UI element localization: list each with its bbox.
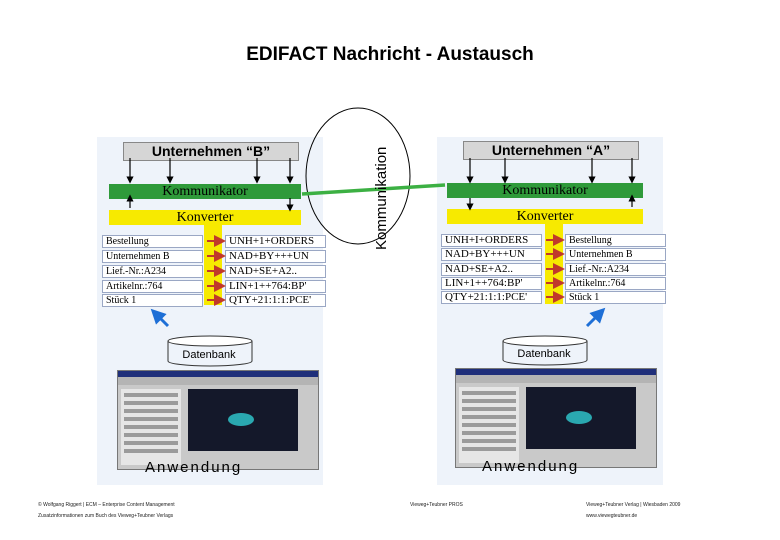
field-b-1: Bestellung (102, 235, 203, 248)
blue-arrow-a (585, 307, 606, 328)
kommunikation-circle (305, 107, 411, 245)
application-b-screenshot (117, 370, 319, 470)
field-b-5: Stück 1 (102, 294, 203, 307)
datenbank-b-cylinder (167, 335, 253, 367)
edifact-code-b-2: NAD+BY+++UN (225, 250, 326, 263)
blue-arrow-b (150, 308, 170, 328)
kommunikation-label: Kommunikation (373, 147, 390, 250)
page-title: EDIFACT Nachricht - Austausch (246, 44, 534, 65)
field-b-2: Unternehmen B (102, 250, 203, 263)
footer-book-info: Zusatzinformationen zum Buch des Vieweg+… (38, 513, 174, 519)
right-flow-arrows (466, 158, 636, 211)
datenbank-a-label: Datenbank (517, 348, 571, 360)
anwendung-b-label: Anwendung (145, 459, 243, 476)
kommunikation-link (301, 183, 446, 196)
field-a-1: Bestellung (565, 234, 666, 247)
edifact-code-b-4: LIN+1++764:BP' (225, 280, 326, 293)
right-red-arrows (546, 234, 565, 303)
edifact-code-a-5: QTY+21:1:1:PCE' (441, 291, 542, 304)
left-red-arrows (207, 235, 226, 306)
application-a-screenshot (455, 368, 657, 468)
edifact-code-a-3: NAD+SE+A2.. (441, 263, 542, 276)
edifact-code-a-2: NAD+BY+++UN (441, 248, 542, 261)
konverter-b: Konverter (109, 210, 301, 225)
edifact-code-b-1: UNH+1+ORDERS (225, 235, 326, 248)
left-flow-arrows (126, 158, 294, 212)
datenbank-a-cylinder (502, 335, 588, 366)
field-b-3: Lief.-Nr.:A234 (102, 265, 203, 278)
field-a-2: Unternehmen B (565, 248, 666, 261)
footer-website[interactable]: www.viewegteubner.de (586, 513, 638, 519)
footer-publisher: Vieweg+Teubner Verlag | Wiesbaden 2009 (586, 502, 681, 508)
footer-copyright: © Wolfgang Riggert | ECM – Enterprise Co… (38, 502, 175, 508)
field-b-4: Artikelnr.:764 (102, 280, 203, 293)
field-a-3: Lief.-Nr.:A234 (565, 263, 666, 276)
datenbank-b-label: Datenbank (182, 349, 236, 361)
kommunikator-b: Kommunikator (109, 184, 301, 199)
edifact-code-b-3: NAD+SE+A2.. (225, 265, 326, 278)
company-b-header: Unternehmen “B” (123, 142, 299, 161)
field-a-5: Stück 1 (565, 291, 666, 304)
company-b-panel: Unternehmen “B” Kommunikator Konverter B… (97, 137, 326, 485)
field-a-4: Artikelnr.:764 (565, 277, 666, 290)
footer-center: Vieweg+Teubner PROS (410, 502, 463, 508)
company-a-panel: Unternehmen “A” Kommunikator Konverter U… (437, 137, 666, 485)
konverter-a: Konverter (447, 209, 643, 224)
company-a-header: Unternehmen “A” (463, 141, 639, 160)
edifact-code-a-1: UNH+I+ORDERS (441, 234, 542, 247)
kommunikator-a: Kommunikator (447, 183, 643, 198)
anwendung-a-label: Anwendung (482, 458, 580, 475)
edifact-code-a-4: LIN+1++764:BP' (441, 277, 542, 290)
